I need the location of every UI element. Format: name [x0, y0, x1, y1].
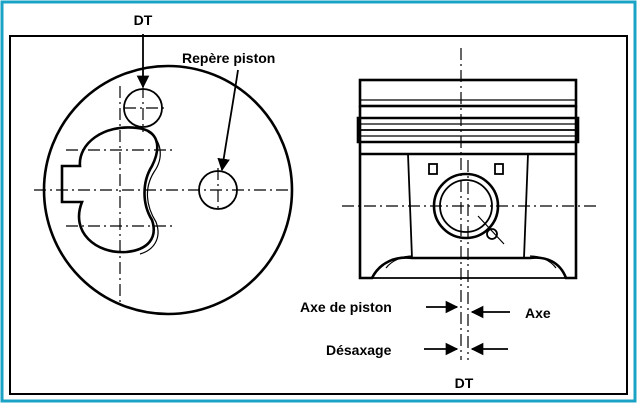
circlip-slot — [486, 228, 498, 240]
piston-skirt — [358, 154, 578, 280]
combustion-bowl — [60, 126, 159, 254]
circlip-line — [477, 215, 505, 245]
oil-hole-left — [428, 163, 438, 175]
inner-border — [9, 35, 628, 395]
axe-de-piston-label: Axe de piston — [300, 299, 392, 315]
piston-top-view — [34, 34, 294, 316]
skirt-relief-right — [529, 255, 557, 269]
pin-bore-outer — [432, 172, 500, 240]
oil-hole-right — [494, 163, 504, 175]
axe-label: Axe — [525, 305, 551, 321]
dt-bottom-label: DT — [455, 375, 474, 391]
dt-top-label: DT — [134, 12, 153, 28]
skirt-relief-left — [385, 255, 413, 269]
repere-piston-label: Repère piston — [182, 50, 275, 66]
piston-side-view — [342, 48, 600, 360]
repere-piston-arrow — [217, 69, 239, 172]
piston-top-land — [358, 78, 578, 108]
ring-zone — [356, 116, 580, 144]
desaxage-label: Désaxage — [326, 342, 392, 358]
